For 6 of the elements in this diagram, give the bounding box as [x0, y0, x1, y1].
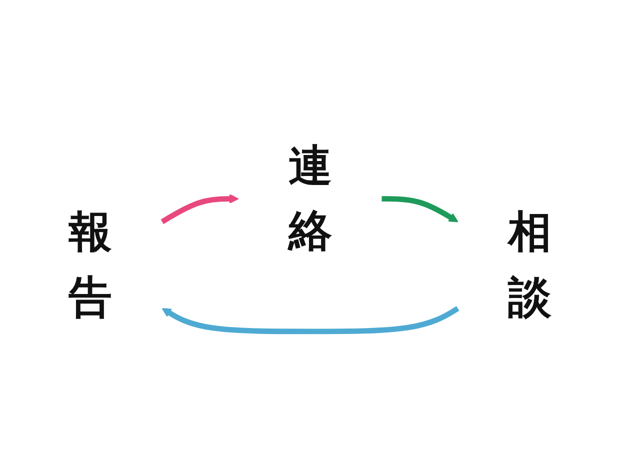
arrow [161, 306, 459, 334]
arrow [381, 196, 458, 222]
node-label: 連絡 [286, 140, 333, 258]
arrow [160, 194, 238, 224]
node-label: 報告 [67, 206, 113, 325]
node-label: 相談 [506, 206, 552, 325]
